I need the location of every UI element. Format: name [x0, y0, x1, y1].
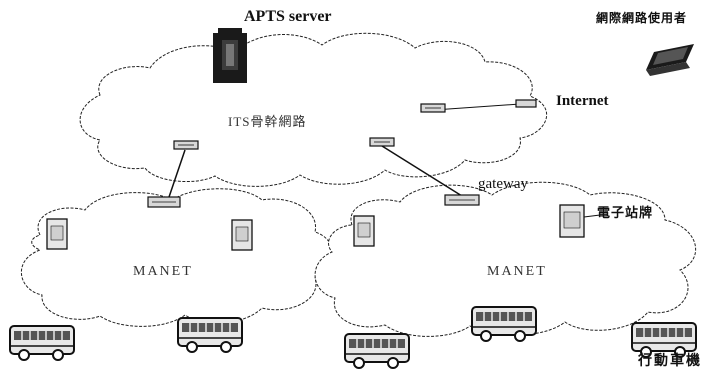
- bus-icon: [344, 333, 410, 369]
- apts-server-label: APTS server: [244, 8, 332, 25]
- vehicle-label: 行動車機: [638, 354, 702, 369]
- its-backbone-label: ITS骨幹網路: [228, 114, 307, 129]
- bus-icon: [9, 325, 75, 361]
- link-left-router: [167, 149, 186, 201]
- bus-stop-terminal-icon: [559, 204, 585, 238]
- bus-icon: [177, 317, 243, 353]
- link-gateway: [381, 145, 463, 197]
- e-station-label: 電子站牌: [597, 205, 654, 220]
- router-icon: [420, 103, 446, 113]
- bus-icon: [631, 322, 697, 358]
- internet-user-label: 網際網路使用者: [596, 11, 688, 25]
- bus-icon: [471, 306, 537, 342]
- router-icon: [369, 137, 395, 147]
- manet-left-label: MANET: [133, 264, 193, 279]
- router-icon: [444, 194, 480, 206]
- router-icon: [515, 99, 537, 108]
- router-icon: [173, 140, 199, 150]
- bus-stop-terminal-icon: [231, 219, 253, 251]
- link-e-station: [583, 214, 601, 218]
- bus-stop-terminal-icon: [353, 215, 375, 247]
- manet-left-cloud: [21, 188, 334, 327]
- manet-right-cloud: [314, 181, 697, 337]
- its-backbone-cloud: [79, 32, 548, 187]
- link-internet: [433, 103, 521, 111]
- server-tower-icon: [213, 28, 247, 83]
- internet-label: Internet: [556, 93, 609, 109]
- laptop-icon: [646, 44, 694, 76]
- manet-right-label: MANET: [487, 264, 547, 279]
- router-icon: [147, 196, 181, 208]
- gateway-label: gateway: [478, 176, 528, 192]
- bus-stop-terminal-icon: [46, 218, 68, 250]
